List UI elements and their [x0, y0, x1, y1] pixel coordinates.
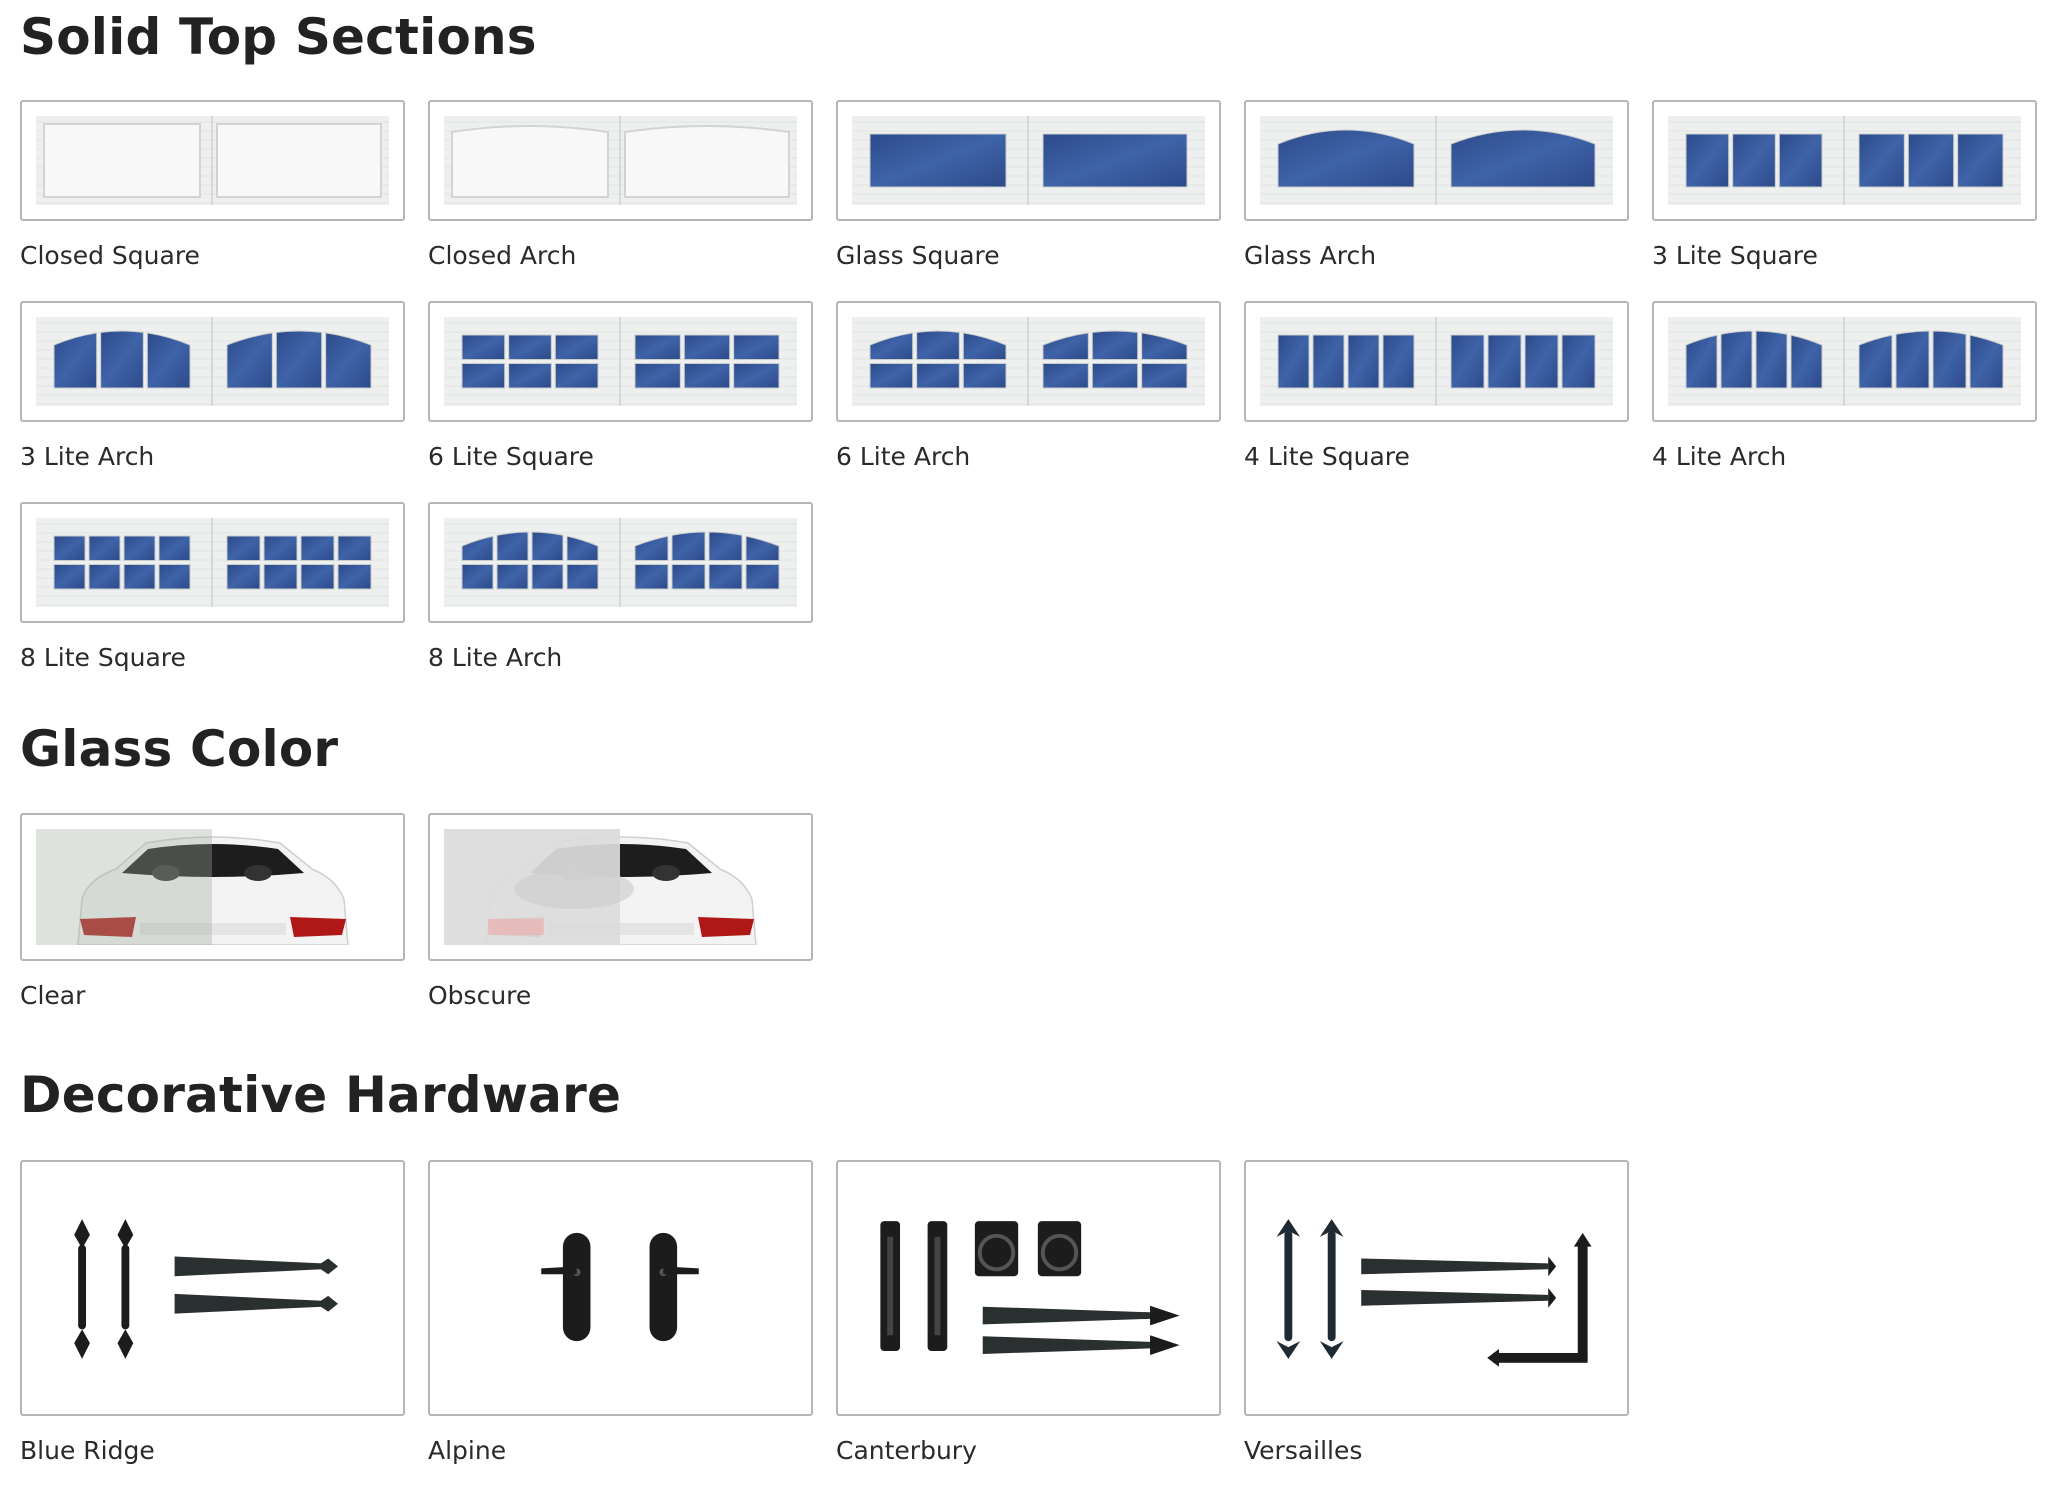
section-option-glass-square[interactable]: Glass Square [836, 100, 1221, 271]
section-panel-icon [1668, 116, 2021, 205]
section-panel-icon [1668, 317, 2021, 406]
section-panel-icon [36, 518, 389, 607]
option-label: 6 Lite Square [428, 442, 594, 471]
section-title-sections: Solid Top Sections [20, 8, 537, 66]
option-thumbnail[interactable] [836, 1160, 1221, 1416]
section-panel-icon [444, 317, 797, 406]
car-rear-window-clear-icon [36, 829, 389, 945]
section-option-8-lite-arch[interactable]: 8 Lite Arch [428, 502, 813, 673]
option-thumbnail[interactable] [1652, 301, 2037, 422]
fleur-handles-hinges-icon [1276, 1219, 1592, 1367]
option-label: Glass Arch [1244, 241, 1377, 270]
option-thumbnail[interactable] [428, 502, 813, 623]
option-thumbnail[interactable] [428, 813, 813, 961]
glass-option-clear[interactable]: Clear [20, 813, 405, 1011]
option-thumbnail[interactable] [1244, 1160, 1629, 1416]
hardware-option-alpine[interactable]: Alpine [428, 1160, 813, 1466]
section-option-6-lite-arch[interactable]: 6 Lite Arch [836, 301, 1221, 472]
option-thumbnail[interactable] [20, 301, 405, 422]
option-thumbnail[interactable] [1244, 100, 1629, 221]
spade-handles-hinges-icon [74, 1219, 339, 1359]
option-thumbnail[interactable] [428, 301, 813, 422]
section-panel-icon [36, 116, 389, 205]
option-thumbnail[interactable] [1652, 100, 2037, 221]
sections-grid: Closed Square Closed Arch Glass Square Glas… [20, 100, 2037, 673]
option-label: Closed Arch [428, 241, 577, 270]
option-thumbnail[interactable] [836, 100, 1221, 221]
ring-pulls-hinges-icon [880, 1221, 1180, 1355]
section-option-glass-arch[interactable]: Glass Arch [1244, 100, 1629, 271]
option-label: Versailles [1244, 1436, 1363, 1465]
hardware-option-blue-ridge[interactable]: Blue Ridge [20, 1160, 405, 1466]
section-option-3-lite-arch[interactable]: 3 Lite Arch [20, 301, 405, 472]
option-label: Clear [20, 981, 86, 1010]
option-label: 4 Lite Square [1244, 442, 1410, 471]
section-option-closed-square[interactable]: Closed Square [20, 100, 405, 271]
section-title-glass-color: Glass Color [20, 720, 339, 778]
option-thumbnail[interactable] [1244, 301, 1629, 422]
section-option-4-lite-square[interactable]: 4 Lite Square [1244, 301, 1629, 472]
hardware-option-versailles[interactable]: Versailles [1244, 1160, 1629, 1466]
section-panel-icon [444, 518, 797, 607]
option-thumbnail[interactable] [20, 502, 405, 623]
glass-color-grid: Clear Obscure [20, 813, 2037, 1011]
section-panel-icon [852, 116, 1205, 205]
option-label: Glass Square [836, 241, 1000, 270]
car-rear-window-obscure-icon [444, 829, 797, 945]
option-thumbnail[interactable] [20, 813, 405, 961]
hardware-option-canterbury[interactable]: Canterbury [836, 1160, 1221, 1466]
option-thumbnail[interactable] [836, 301, 1221, 422]
option-label: 6 Lite Arch [836, 442, 971, 471]
section-option-8-lite-square[interactable]: 8 Lite Square [20, 502, 405, 673]
option-label: 8 Lite Arch [428, 643, 563, 672]
section-option-closed-arch[interactable]: Closed Arch [428, 100, 813, 271]
section-panel-icon [852, 317, 1205, 406]
option-label: 3 Lite Square [1652, 241, 1818, 270]
section-option-4-lite-arch[interactable]: 4 Lite Arch [1652, 301, 2037, 472]
option-label: 3 Lite Arch [20, 442, 155, 471]
section-panel-icon [1260, 116, 1613, 205]
option-thumbnail[interactable] [20, 100, 405, 221]
option-thumbnail[interactable] [20, 1160, 405, 1416]
option-label: 8 Lite Square [20, 643, 186, 672]
section-option-6-lite-square[interactable]: 6 Lite Square [428, 301, 813, 472]
option-label: Alpine [428, 1436, 507, 1465]
option-label: Obscure [428, 981, 532, 1010]
section-panel-icon [36, 317, 389, 406]
lever-handles-icon [541, 1232, 699, 1342]
hardware-grid: Blue Ridge Alpine Canterbury Versailles [20, 1160, 2037, 1466]
option-thumbnail[interactable] [428, 100, 813, 221]
option-label: Canterbury [836, 1436, 977, 1465]
option-thumbnail[interactable] [428, 1160, 813, 1416]
option-label: 4 Lite Arch [1652, 442, 1787, 471]
section-panel-icon [444, 116, 797, 205]
section-option-3-lite-square[interactable]: 3 Lite Square [1652, 100, 2037, 271]
glass-option-obscure[interactable]: Obscure [428, 813, 813, 1011]
option-label: Closed Square [20, 241, 200, 270]
option-label: Blue Ridge [20, 1436, 155, 1465]
section-panel-icon [1260, 317, 1613, 406]
section-title-hardware: Decorative Hardware [20, 1066, 622, 1124]
